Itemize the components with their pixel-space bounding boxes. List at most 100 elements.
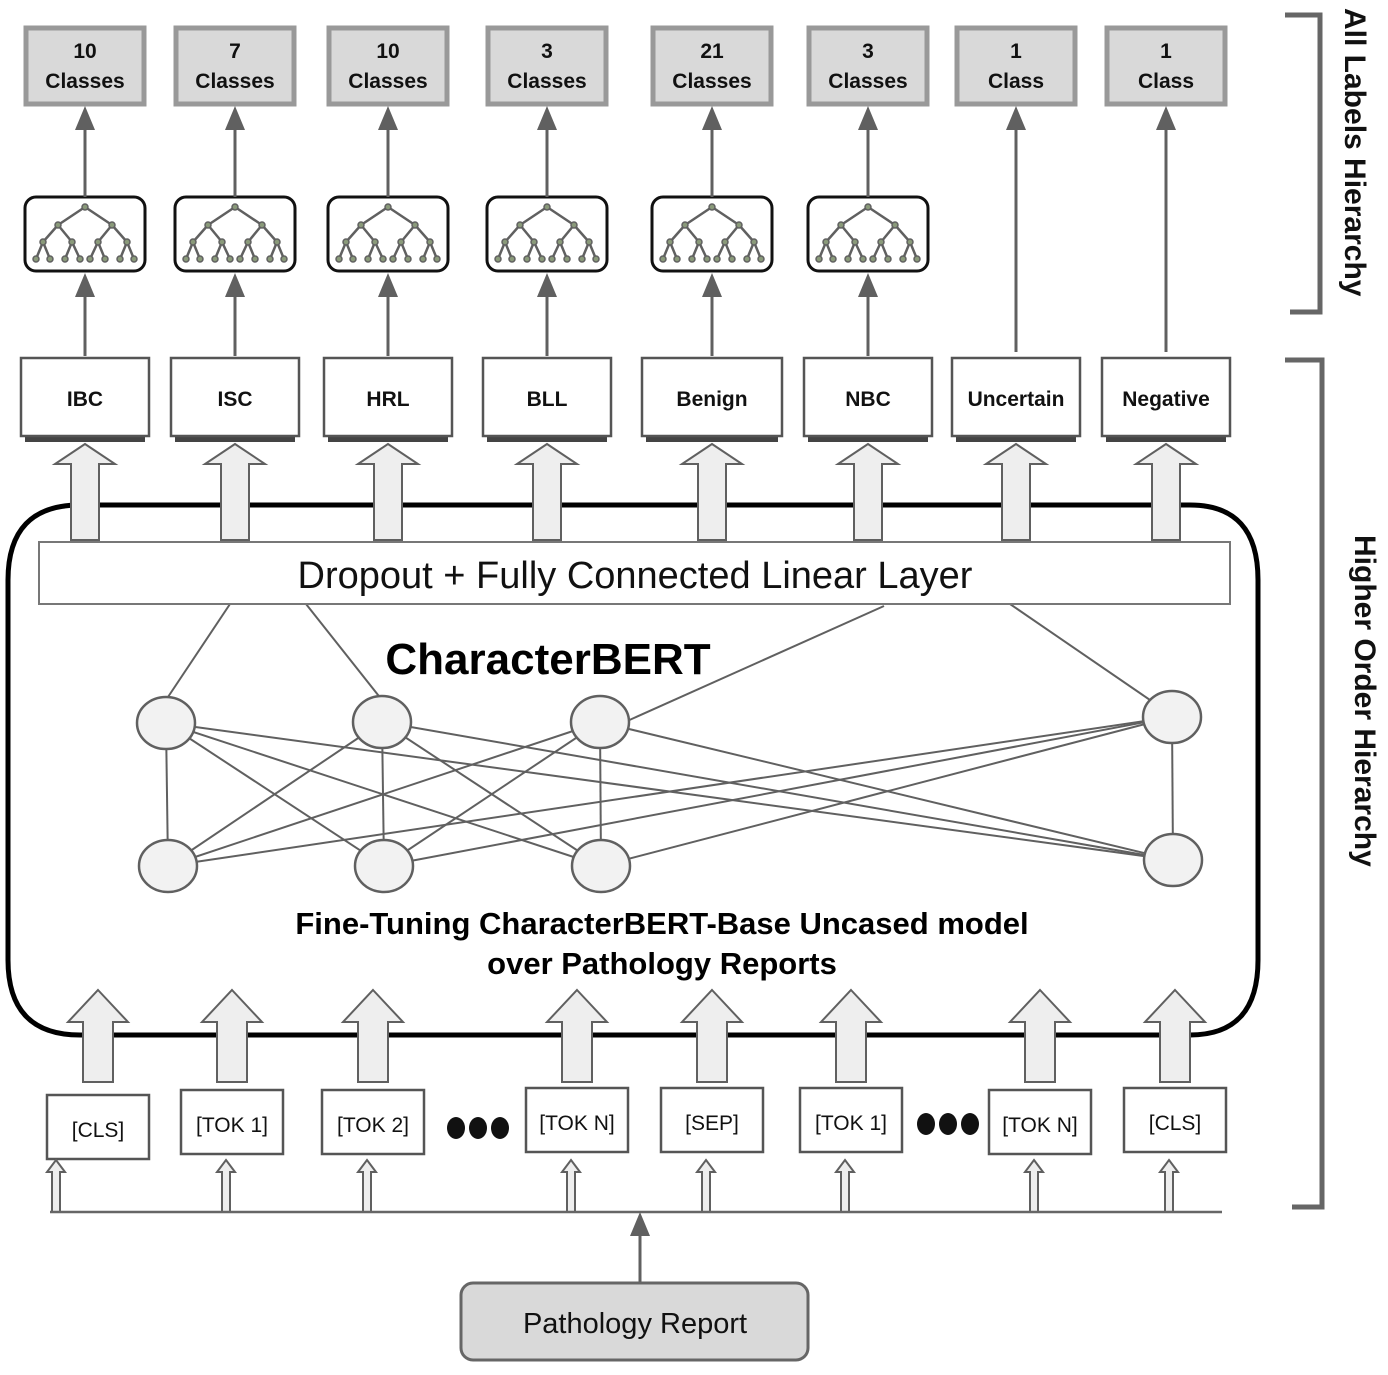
tree-node: [666, 238, 674, 246]
tree-node: [211, 255, 219, 263]
label-text: Benign: [676, 388, 747, 411]
token-box: [659, 1086, 765, 1154]
token-label: [TOK 2]: [337, 1114, 409, 1137]
token-label: [TOK 1]: [815, 1112, 887, 1135]
network-node: [1141, 689, 1203, 745]
token-label: [CLS]: [1149, 1112, 1202, 1135]
ellipsis-dot: [961, 1113, 979, 1135]
fc-output-arrow: [201, 442, 269, 541]
token-to-model-arrow: [1007, 988, 1073, 1083]
ellipsis-dot: [491, 1117, 509, 1139]
tree-node: [735, 221, 743, 229]
tree-node: [189, 238, 197, 246]
tree-edge: [387, 205, 416, 227]
fc-connection: [624, 605, 885, 723]
label-box: [322, 356, 454, 438]
tree-node: [76, 255, 84, 263]
tree-node: [101, 255, 109, 263]
tree-edge: [111, 224, 128, 243]
tree-node: [585, 238, 593, 246]
token-9: [CLS]: [1122, 988, 1228, 1213]
tree-node: [280, 255, 288, 263]
fc-output-arrow: [354, 442, 422, 541]
class-count-number: 1: [1010, 40, 1022, 63]
bus-to-token-arrow: [1158, 1158, 1180, 1213]
tree-node: [426, 238, 434, 246]
tree-edge: [711, 205, 740, 227]
tree-node: [688, 255, 696, 263]
tree-node: [182, 255, 190, 263]
pathology-report-box[interactable]: [459, 1281, 810, 1362]
class-count-number: 3: [862, 40, 874, 63]
network-node: [570, 838, 632, 894]
ellipsis-dot: [469, 1117, 487, 1139]
tree-node: [266, 255, 274, 263]
tree-node: [859, 255, 867, 263]
arrow-head: [702, 106, 722, 130]
tree-node: [891, 221, 899, 229]
fc-output-arrow: [1132, 442, 1200, 541]
class-count-box: [173, 25, 297, 107]
tree-node: [708, 203, 716, 211]
tree-node: [578, 255, 586, 263]
tree-node: [384, 203, 392, 211]
token-box: [987, 1088, 1093, 1156]
label-text: IBC: [67, 388, 103, 411]
tree-node: [236, 255, 244, 263]
network-node: [569, 694, 631, 750]
tree-node: [39, 238, 47, 246]
tree-node: [196, 255, 204, 263]
tree-node: [570, 221, 578, 229]
tree-node: [342, 238, 350, 246]
token-sequence: [CLS][TOK 1][TOK 2][TOK N][SEP][TOK 1][T…: [45, 988, 1228, 1213]
tree-node: [494, 255, 502, 263]
label-box: [481, 356, 613, 438]
tree-node: [851, 238, 859, 246]
token-box: [45, 1093, 151, 1161]
fc-output-arrow: [834, 442, 902, 541]
tree-node: [844, 255, 852, 263]
token-label: [TOK N]: [539, 1112, 614, 1135]
label-box-shadow: [328, 436, 448, 442]
tree-node: [389, 255, 397, 263]
tree-node: [108, 221, 116, 229]
tree-node: [703, 255, 711, 263]
ellipsis-dot: [917, 1113, 935, 1135]
tree-edge: [825, 224, 842, 243]
tree-node: [523, 255, 531, 263]
arrow-head: [858, 106, 878, 130]
token-to-model-arrow: [65, 988, 131, 1083]
tree-node: [822, 238, 830, 246]
tree-node: [829, 255, 837, 263]
token-box: [524, 1086, 630, 1154]
bus-to-token-arrow: [45, 1158, 67, 1213]
token-4: [TOK N]: [524, 988, 630, 1213]
all-labels-hierarchy-label: All Labels Hierarchy: [1338, 8, 1371, 297]
arrow-head: [225, 273, 245, 297]
tree-node: [837, 221, 845, 229]
higher-order-hierarchy-label: Higher Order Hierarchy: [1348, 535, 1381, 867]
arrow-head: [378, 106, 398, 130]
tree-node: [516, 221, 524, 229]
bus-to-token-arrow: [1023, 1158, 1045, 1213]
token-8: [TOK N]: [987, 988, 1093, 1213]
tree-edge: [414, 224, 431, 243]
arrow-head: [75, 106, 95, 130]
tree-node: [815, 255, 823, 263]
class-count-unit: Class: [1138, 70, 1194, 93]
network-node: [351, 694, 413, 750]
network-edge: [165, 722, 602, 867]
tree-node: [273, 238, 281, 246]
tree-node: [335, 255, 343, 263]
class-count-unit: Classes: [507, 70, 586, 93]
token-5: [SEP]: [659, 988, 765, 1213]
network-node: [137, 838, 199, 894]
tree-edge: [234, 205, 263, 227]
tree-node: [251, 255, 259, 263]
tree-edge: [57, 205, 86, 227]
token-label: [TOK N]: [1002, 1114, 1077, 1137]
